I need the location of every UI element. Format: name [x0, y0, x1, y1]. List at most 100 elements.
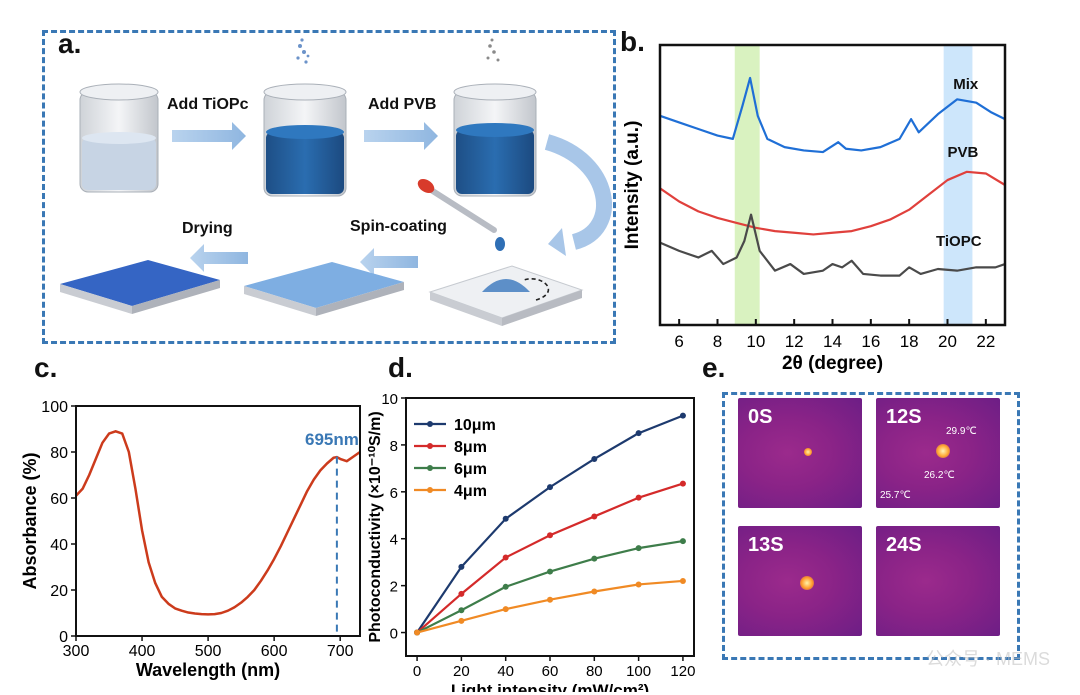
data-point [956, 270, 958, 272]
data-point [253, 589, 255, 591]
data-point [803, 149, 805, 152]
data-point [82, 488, 84, 490]
thermal-frame-13s: 13S [738, 526, 862, 636]
series-line [416, 539, 684, 634]
y-tick-label: 100 [41, 399, 68, 416]
data-point [134, 488, 137, 490]
arrow-add-tiopc [172, 122, 246, 150]
x-tick-label: 40 [497, 663, 514, 680]
data-point [889, 218, 891, 221]
data-point [286, 531, 288, 534]
legend-label: 10μm [454, 417, 496, 434]
legend-marker [427, 465, 433, 471]
data-point [227, 610, 229, 612]
thermal-frame-24s: 24S [876, 526, 1000, 636]
x-tick-label: 18 [900, 332, 919, 351]
data-point [187, 611, 189, 614]
data-point [732, 138, 734, 140]
x-tick-label: 80 [586, 663, 603, 680]
label-drying: Drying [182, 220, 233, 237]
data-point [591, 588, 598, 595]
data-point [280, 545, 282, 547]
data-point [716, 134, 719, 137]
data-point [273, 558, 275, 560]
data-point [736, 222, 738, 224]
data-point [591, 455, 598, 462]
x-tick-label: 120 [670, 663, 695, 680]
data-point [332, 457, 335, 459]
data-point [697, 256, 699, 259]
data-point [635, 430, 642, 437]
marker-label-695: 695nm [305, 430, 359, 449]
data-point [711, 250, 713, 252]
y-tick-label: 40 [50, 537, 68, 554]
y-tick-label: 0 [390, 626, 398, 643]
data-point [306, 490, 308, 492]
series-label-tiopc: TiOPC [936, 233, 982, 250]
film-coated [244, 262, 404, 316]
data-point [591, 513, 598, 520]
x-tick-label: 22 [976, 332, 995, 351]
data-point [851, 260, 853, 262]
data-point [299, 504, 302, 506]
data-point [697, 128, 699, 130]
y-tick-label: 2 [390, 579, 398, 596]
data-point [293, 518, 295, 520]
data-point [635, 545, 642, 552]
label-spin-coating: Spin-coating [350, 218, 447, 235]
data-point [108, 433, 110, 435]
data-point [679, 577, 686, 584]
data-point [822, 270, 824, 272]
data-point [812, 233, 814, 236]
data-point [591, 555, 598, 562]
data-point [161, 596, 163, 598]
y-axis-label: Absorbance (%) [20, 452, 40, 589]
absorbance-line [75, 430, 361, 616]
x-tick-label: 60 [542, 663, 559, 680]
data-point [803, 273, 805, 275]
data-point [200, 613, 203, 615]
data-point [220, 612, 222, 614]
data-point [678, 250, 680, 252]
data-point [260, 580, 262, 582]
data-point [678, 200, 680, 203]
legend-label: 8μm [454, 439, 487, 456]
data-point [975, 102, 977, 104]
data-point [831, 263, 834, 265]
dropper-icon [417, 178, 505, 251]
highlight-band [943, 45, 973, 325]
data-point [174, 607, 176, 609]
y-tick-label: 4 [390, 532, 398, 549]
y-tick-label: 0 [59, 629, 68, 646]
data-point [352, 456, 354, 458]
x-tick-label: 300 [63, 643, 90, 660]
data-point [975, 266, 977, 268]
data-point [910, 118, 912, 120]
legend-label: 4μm [454, 483, 487, 500]
x-tick-label: 400 [129, 643, 156, 660]
data-point [319, 469, 321, 471]
data-point [783, 146, 786, 148]
data-point [458, 607, 465, 614]
data-point [741, 105, 744, 107]
arrow-add-pvb [364, 122, 438, 150]
thermal-label-0s: 0S [748, 406, 773, 428]
legend-marker [427, 443, 433, 449]
data-point [101, 442, 104, 444]
data-point [870, 225, 872, 227]
data-point [247, 596, 249, 598]
data-point [502, 583, 509, 590]
watermark: 公众号 · MEMS [926, 649, 1050, 669]
hotspot [936, 444, 950, 458]
data-point [937, 113, 939, 115]
data-point [766, 138, 768, 140]
panel-b-letter: b. [620, 26, 645, 57]
data-point [95, 458, 97, 460]
series-line-tiopc [659, 213, 1006, 277]
data-point [898, 138, 901, 140]
series-label-mix: Mix [953, 76, 979, 93]
data-point [822, 151, 824, 153]
data-point [862, 273, 864, 275]
